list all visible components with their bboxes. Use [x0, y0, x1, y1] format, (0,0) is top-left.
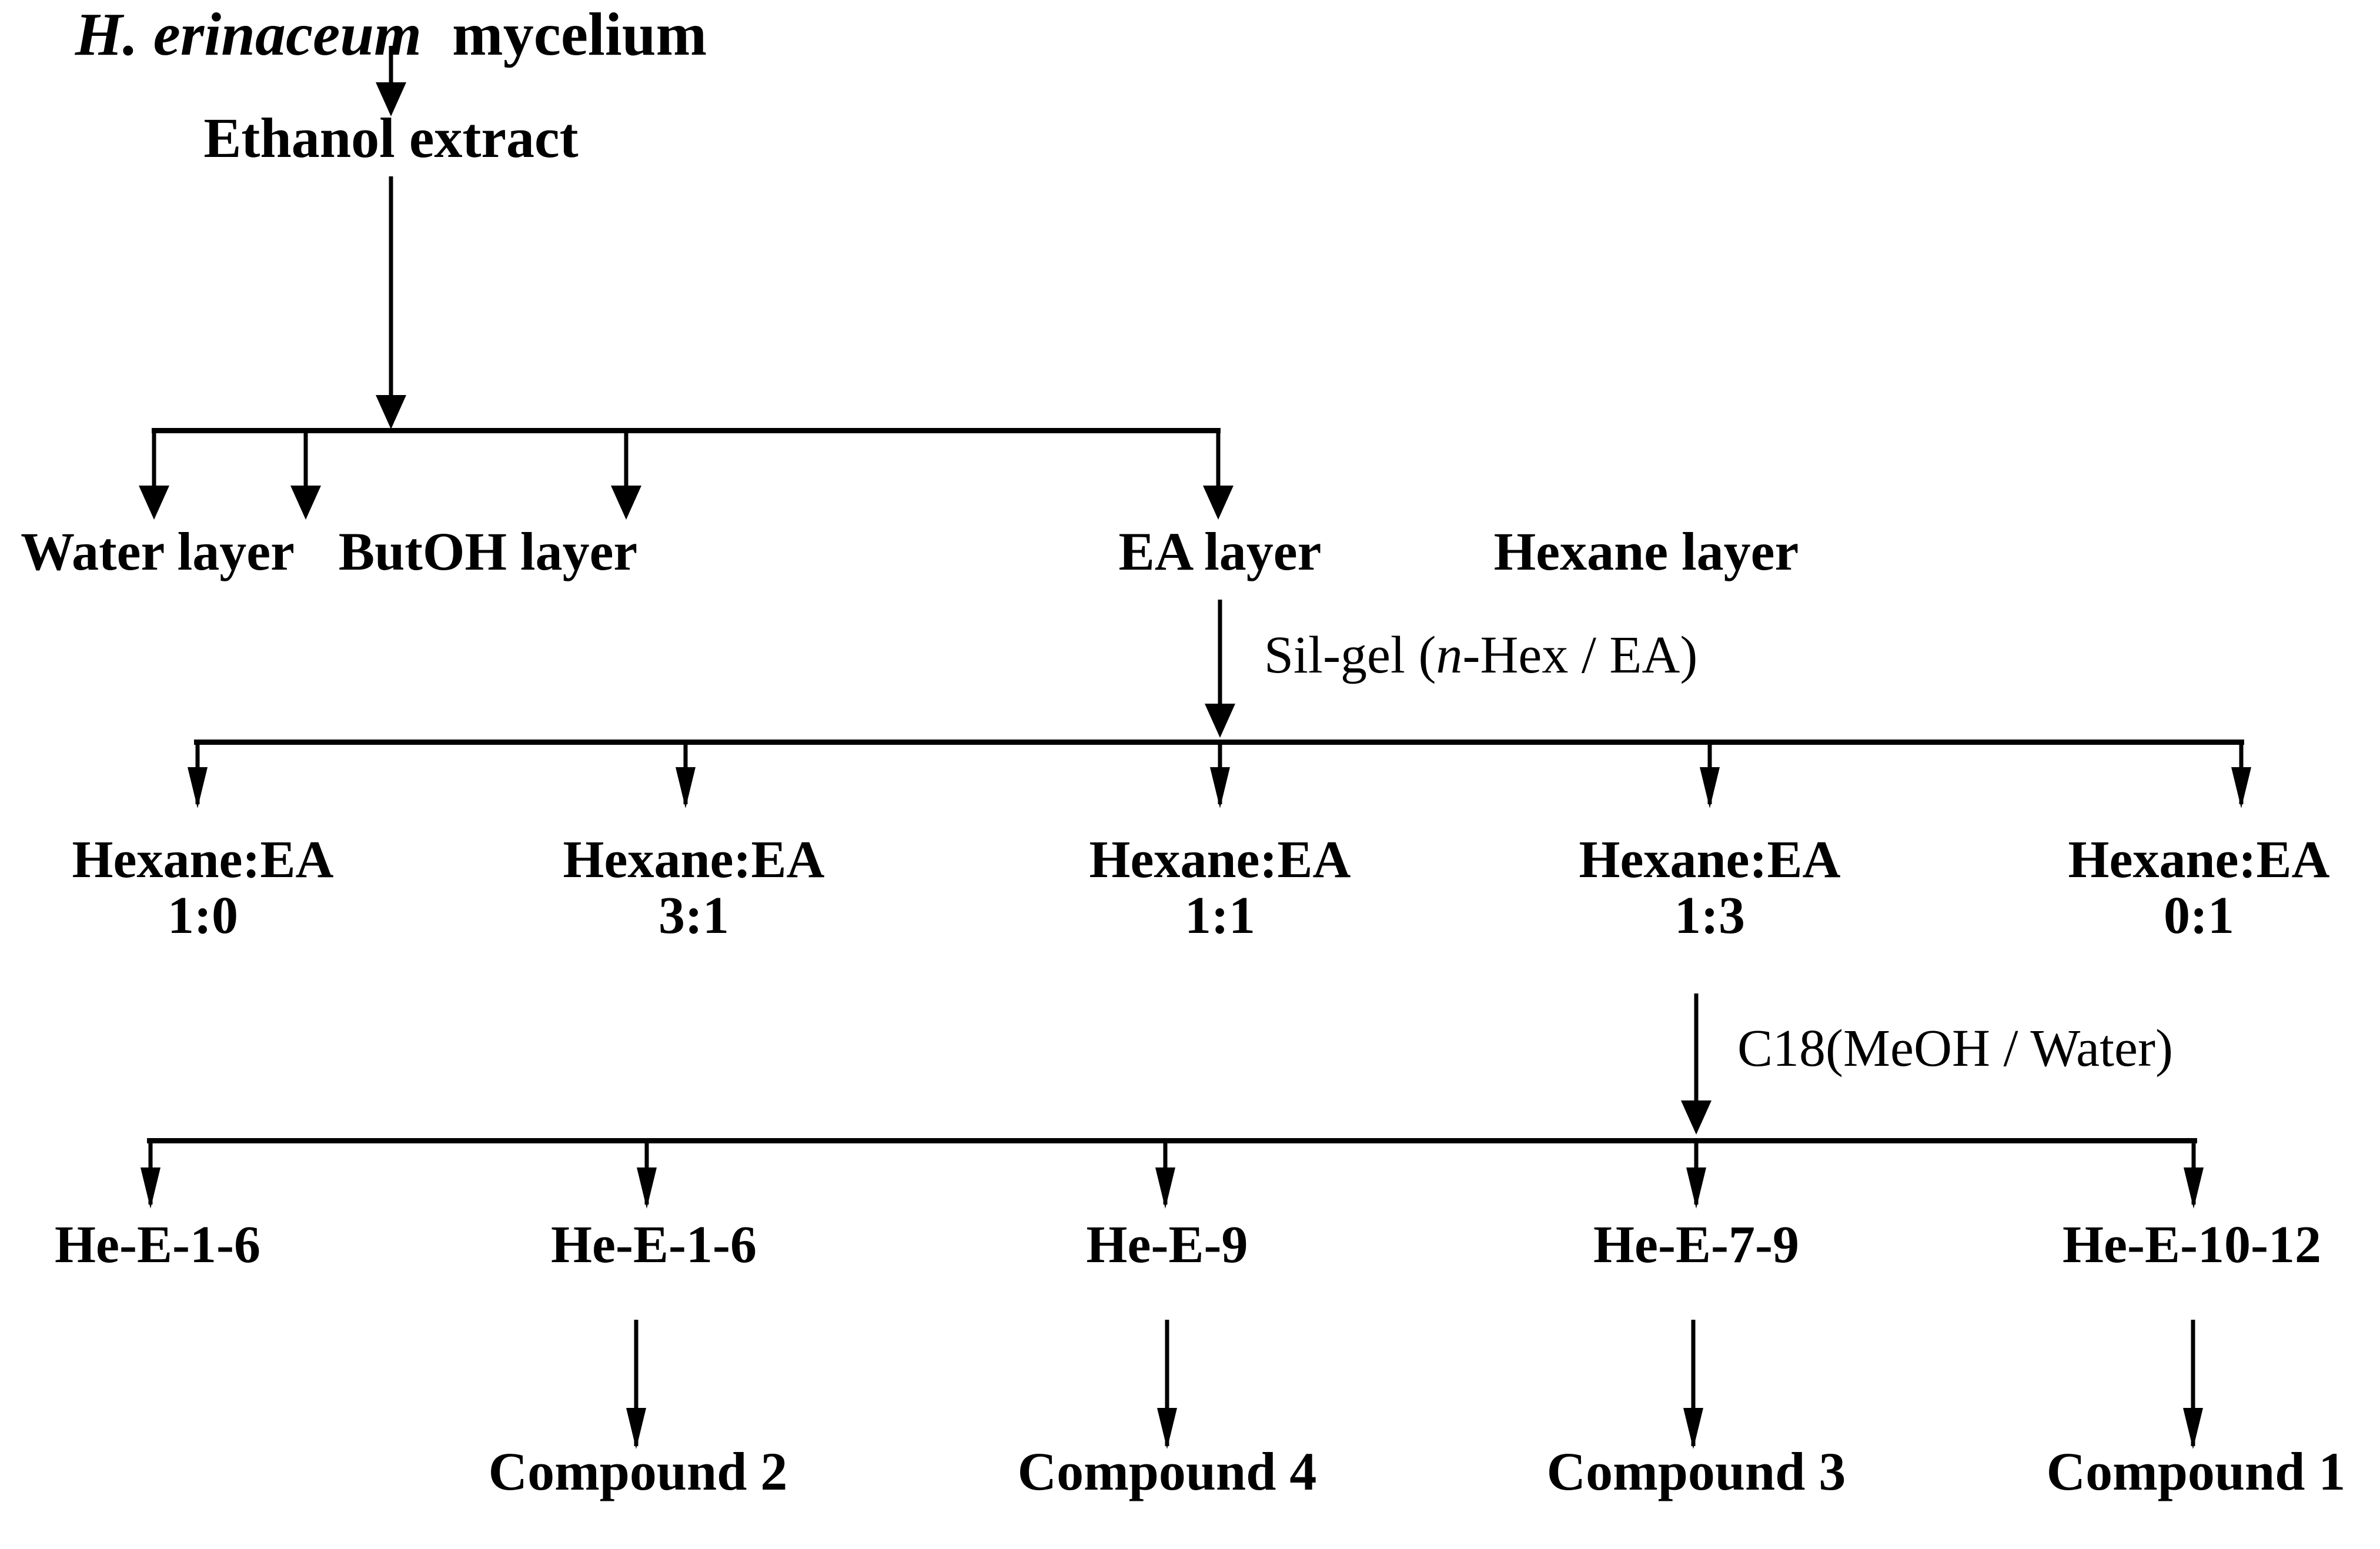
- node-compound-1-label: Compound 1: [2046, 1441, 2346, 1501]
- node-ethanol-extract-label: Ethanol extract: [203, 106, 579, 169]
- node-c18-fraction-2: He-E-1-6: [551, 1217, 757, 1273]
- node-silgel-fraction-3: Hexane:EA 1:1: [1032, 832, 1408, 944]
- connector-frac2-to-compound2: [634, 1320, 639, 1446]
- node-c18-fraction-4: He-E-7-9: [1593, 1217, 1799, 1273]
- arrowhead-compound-1: [2183, 1408, 2203, 1449]
- branch-partition-3: [624, 431, 629, 490]
- connector-title-to-ethanol: [389, 46, 393, 86]
- arrowhead-frac4-to-c18: [1681, 1100, 1712, 1135]
- arrowhead-c18-2: [637, 1167, 657, 1209]
- connector-frac4-to-compound3: [1691, 1320, 1696, 1446]
- node-silgel-fraction-3-name: Hexane:EA: [1089, 831, 1351, 889]
- arrowhead-compound-4: [1157, 1408, 1177, 1449]
- connector-frac4-to-c18: [1694, 993, 1699, 1105]
- node-silgel-fraction-2-ratio: 3:1: [658, 886, 729, 945]
- arrowhead-ea-to-silgel: [1205, 704, 1235, 738]
- arrowhead-partition-3: [611, 486, 641, 520]
- annotation-c18: C18(MeOH / Water): [1737, 1018, 2173, 1079]
- branch-partition-2: [303, 431, 308, 490]
- node-ea-layer-label: EA layer: [1118, 521, 1322, 581]
- node-silgel-fraction-1: Hexane:EA 1:0: [15, 832, 391, 944]
- annotation-sil-gel-prefix: Sil-gel (: [1264, 626, 1436, 684]
- node-silgel-fraction-2-name: Hexane:EA: [563, 831, 825, 889]
- node-compound-1: Compound 1: [2047, 1443, 2346, 1501]
- node-butoh-layer: ButOH layer: [339, 523, 638, 581]
- node-c18-fraction-2-label: He-E-1-6: [551, 1216, 757, 1274]
- node-compound-2-label: Compound 2: [488, 1441, 788, 1501]
- connector-ea-to-silgel: [1218, 600, 1222, 708]
- annotation-sil-gel-italic: n: [1436, 626, 1463, 684]
- node-water-layer-label: Water layer: [21, 521, 295, 581]
- node-hexane-layer: Hexane layer: [1494, 523, 1799, 581]
- arrowhead-ethanol-to-partition: [376, 395, 406, 429]
- arrowhead-title-to-ethanol: [376, 82, 406, 116]
- annotation-sil-gel: Sil-gel (n-Hex / EA): [1264, 625, 1697, 685]
- node-c18-fraction-3-label: He-E-9: [1086, 1216, 1248, 1274]
- node-water-layer: Water layer: [21, 523, 295, 581]
- arrowhead-silgel-4: [1700, 767, 1720, 808]
- connector-ethanol-to-partition: [389, 176, 393, 400]
- node-c18-fraction-5-label: He-E-10-12: [2063, 1216, 2321, 1274]
- arrowhead-compound-2: [626, 1408, 646, 1449]
- node-silgel-fraction-2: Hexane:EA 3:1: [506, 832, 882, 944]
- node-silgel-fraction-4-name: Hexane:EA: [1579, 831, 1841, 889]
- node-c18-fraction-4-label: He-E-7-9: [1593, 1216, 1799, 1274]
- node-compound-3-label: Compound 3: [1546, 1441, 1846, 1501]
- arrowhead-c18-3: [1155, 1167, 1175, 1209]
- node-silgel-fraction-4: Hexane:EA 1:3: [1522, 832, 1898, 944]
- arrowhead-silgel-5: [2231, 767, 2251, 808]
- page-title: H. erinaceum mycelium: [75, 2, 707, 67]
- node-silgel-fraction-1-ratio: 1:0: [168, 886, 238, 945]
- arrowhead-silgel-2: [676, 767, 696, 808]
- node-silgel-fraction-5-name: Hexane:EA: [2068, 831, 2330, 889]
- arrowhead-partition-4: [1203, 486, 1234, 520]
- connector-frac5-to-compound1: [2191, 1320, 2195, 1446]
- bracket-partition: [152, 428, 1221, 433]
- node-ethanol-extract: Ethanol extract: [203, 108, 578, 168]
- node-silgel-fraction-1-name: Hexane:EA: [72, 831, 334, 889]
- title-part: mycelium: [452, 1, 707, 68]
- node-c18-fraction-5: He-E-10-12: [2063, 1217, 2321, 1273]
- node-c18-fraction-1-label: He-E-1-6: [55, 1216, 260, 1274]
- arrowhead-silgel-1: [188, 767, 208, 808]
- bracket-c18: [147, 1138, 2197, 1143]
- bracket-silgel: [194, 740, 2244, 745]
- node-hexane-layer-label: Hexane layer: [1493, 521, 1799, 581]
- annotation-c18-label: C18(MeOH / Water): [1737, 1019, 2173, 1078]
- node-ea-layer: EA layer: [1119, 523, 1322, 581]
- node-silgel-fraction-5: Hexane:EA 0:1: [2011, 832, 2380, 944]
- node-compound-3: Compound 3: [1547, 1443, 1846, 1501]
- node-butoh-layer-label: ButOH layer: [338, 521, 638, 581]
- branch-partition-4: [1216, 431, 1221, 490]
- node-silgel-fraction-5-ratio: 0:1: [2164, 886, 2234, 945]
- arrowhead-silgel-3: [1210, 767, 1230, 808]
- node-silgel-fraction-4-ratio: 1:3: [1674, 886, 1745, 945]
- branch-partition-1: [152, 431, 156, 490]
- node-c18-fraction-1: He-E-1-6: [55, 1217, 260, 1273]
- node-compound-4-label: Compound 4: [1017, 1441, 1317, 1501]
- arrowhead-c18-1: [141, 1167, 161, 1209]
- node-c18-fraction-3: He-E-9: [1087, 1217, 1248, 1273]
- title-species: H. erinaceum: [75, 1, 422, 68]
- arrowhead-c18-4: [1686, 1167, 1706, 1209]
- connector-frac3-to-compound4: [1165, 1320, 1169, 1446]
- node-compound-2: Compound 2: [489, 1443, 788, 1501]
- annotation-sil-gel-suffix: -Hex / EA): [1462, 626, 1698, 684]
- arrowhead-compound-3: [1683, 1408, 1703, 1449]
- node-compound-4: Compound 4: [1018, 1443, 1317, 1501]
- arrowhead-c18-5: [2184, 1167, 2204, 1209]
- arrowhead-partition-1: [139, 486, 169, 520]
- node-silgel-fraction-3-ratio: 1:1: [1185, 886, 1255, 945]
- arrowhead-partition-2: [290, 486, 321, 520]
